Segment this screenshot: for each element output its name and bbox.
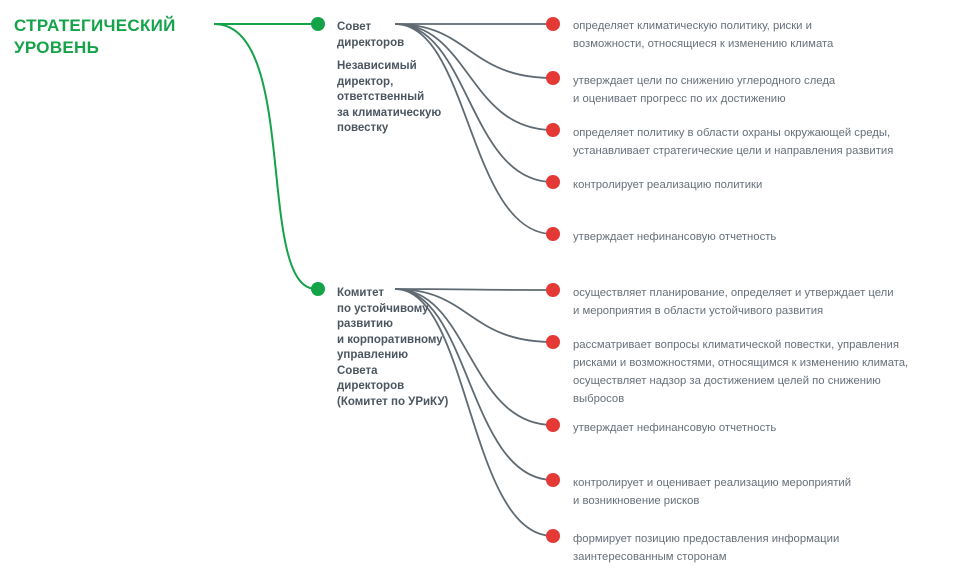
committee-node-dot bbox=[311, 282, 325, 296]
board-label: Совет директоров Независимый директор, о… bbox=[337, 20, 441, 137]
branch-to-committee bbox=[213, 23, 317, 290]
board-name-line: директоров bbox=[337, 36, 405, 49]
section-title: СТРАТЕГИЧЕСКИЙ УРОВЕНЬ bbox=[14, 15, 176, 59]
committee-name-line: (Комитет по УРиКУ) bbox=[337, 395, 449, 408]
committee-item-bullet bbox=[546, 418, 560, 432]
committee-item-connector bbox=[394, 288, 554, 426]
board-role-line: Независимый bbox=[337, 60, 417, 72]
board-item-bullet bbox=[546, 227, 560, 241]
committee-name-line: развитию bbox=[337, 318, 393, 330]
board-item: контролирует реализацию политики bbox=[573, 179, 763, 191]
committee-item-bullet bbox=[546, 529, 560, 543]
committee-name-line: по устойчивому bbox=[337, 302, 429, 315]
committee-name-line: директоров bbox=[337, 380, 405, 392]
committee-item-connector bbox=[394, 288, 554, 343]
committee-name-line: управлению bbox=[337, 349, 409, 361]
committee-item: контролирует и оценивает реализацию меро… bbox=[573, 477, 852, 507]
committee-item: утверждает нефинансовую отчетность bbox=[573, 422, 777, 434]
board-item: утверждает нефинансовую отчетность bbox=[573, 231, 777, 243]
board-item-connector bbox=[394, 23, 554, 183]
committee-item: формирует позицию предоставления информа… bbox=[573, 533, 840, 563]
title-line-1: СТРАТЕГИЧЕСКИЙ bbox=[14, 16, 176, 35]
board-name-line: Совет bbox=[337, 21, 372, 33]
committee-item-bullet bbox=[546, 473, 560, 487]
committee-name-line: и корпоративному bbox=[337, 333, 443, 346]
board-item: определяет климатическую политику, риски… bbox=[573, 20, 834, 50]
title-line-2: УРОВЕНЬ bbox=[14, 38, 100, 57]
board-item-connector bbox=[394, 23, 554, 235]
board-role-line: директор, bbox=[337, 75, 394, 88]
committee-item-connector bbox=[394, 288, 554, 291]
committee-item-connector bbox=[394, 288, 554, 481]
board-node-dot bbox=[311, 17, 325, 31]
committee-item-bullet bbox=[546, 283, 560, 297]
board-role-line: повестку bbox=[337, 122, 389, 134]
committee-item: рассматривает вопросы климатической пове… bbox=[573, 339, 909, 405]
committee-name-line: Комитет bbox=[337, 287, 384, 299]
committee-name-line: Совета bbox=[337, 364, 378, 377]
board-item-connector bbox=[394, 23, 554, 79]
board-item-bullet bbox=[546, 71, 560, 85]
board-item-connector bbox=[394, 23, 554, 131]
board-item-bullet bbox=[546, 123, 560, 137]
board-item: утверждает цели по снижению углеродного … bbox=[573, 75, 836, 105]
committee-item-connector bbox=[394, 288, 554, 537]
board-role-line: ответственный bbox=[337, 91, 425, 103]
board-item: определяет политику в области охраны окр… bbox=[573, 127, 894, 157]
board-item-bullet bbox=[546, 17, 560, 31]
board-item-bullet bbox=[546, 175, 560, 189]
committee-label: Комитет по устойчивому развитию и корпор… bbox=[337, 286, 448, 410]
committee-item: осуществляет планирование, определяет и … bbox=[573, 287, 894, 317]
committee-item-bullet bbox=[546, 335, 560, 349]
board-role-line: за климатическую bbox=[337, 106, 442, 119]
